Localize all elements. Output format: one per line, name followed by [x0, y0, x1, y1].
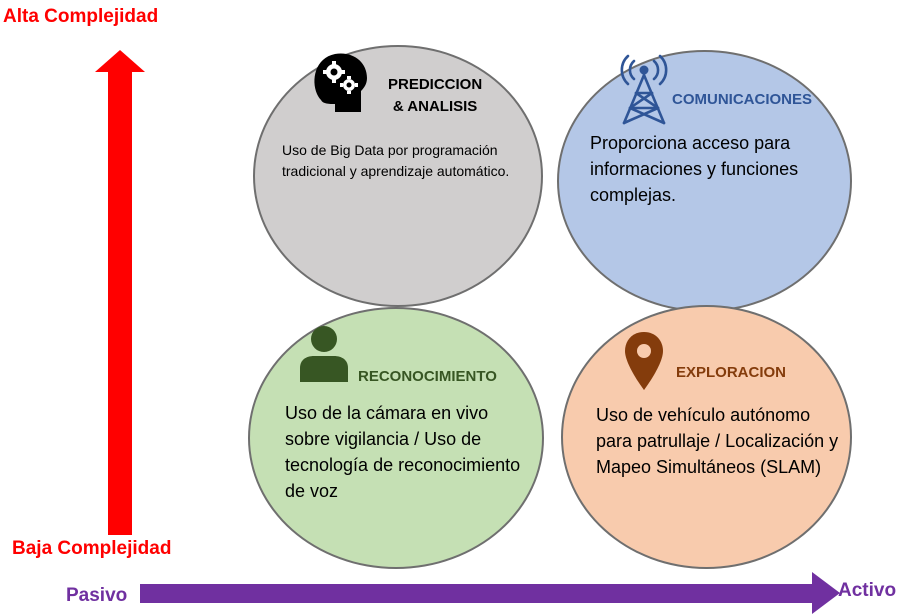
comunicaciones-title: COMUNICACIONES — [672, 91, 813, 108]
prediccion-title-line1: PREDICCION — [388, 76, 483, 93]
prediccion-circle — [253, 45, 543, 307]
passive-label: Pasivo — [66, 585, 128, 606]
reconocimiento-title: RECONOCIMIENTO — [358, 368, 497, 385]
antenna-tower-icon — [620, 54, 668, 125]
high-complexity-label: Alta Complejidad — [3, 6, 159, 27]
comunicaciones-description: Proporciona acceso para informaciones y … — [590, 133, 799, 205]
map-pin-icon — [625, 332, 663, 390]
activity-arrow — [140, 572, 840, 614]
comunicaciones-circle — [557, 50, 852, 312]
reconocimiento-description: Uso de la cámara en vivo sobre vigilanci… — [285, 403, 521, 501]
person-icon — [300, 326, 348, 382]
low-complexity-label: Baja Complejidad — [12, 538, 172, 559]
prediccion-title: PREDICCION & ANALISIS — [388, 74, 482, 118]
prediccion-description: Uso de Big Data por programación tradici… — [282, 142, 510, 179]
exploracion-description: Uso de vehículo autónomo para patrullaje… — [596, 405, 839, 477]
prediccion-title-line2: & ANALISIS — [392, 98, 478, 115]
complexity-arrow — [95, 50, 145, 535]
exploracion-circle — [561, 305, 852, 569]
exploracion-title: EXPLORACION — [676, 364, 787, 381]
head-gears-icon — [314, 53, 367, 112]
active-label: Activo — [838, 580, 897, 601]
reconocimiento-circle — [248, 307, 544, 569]
